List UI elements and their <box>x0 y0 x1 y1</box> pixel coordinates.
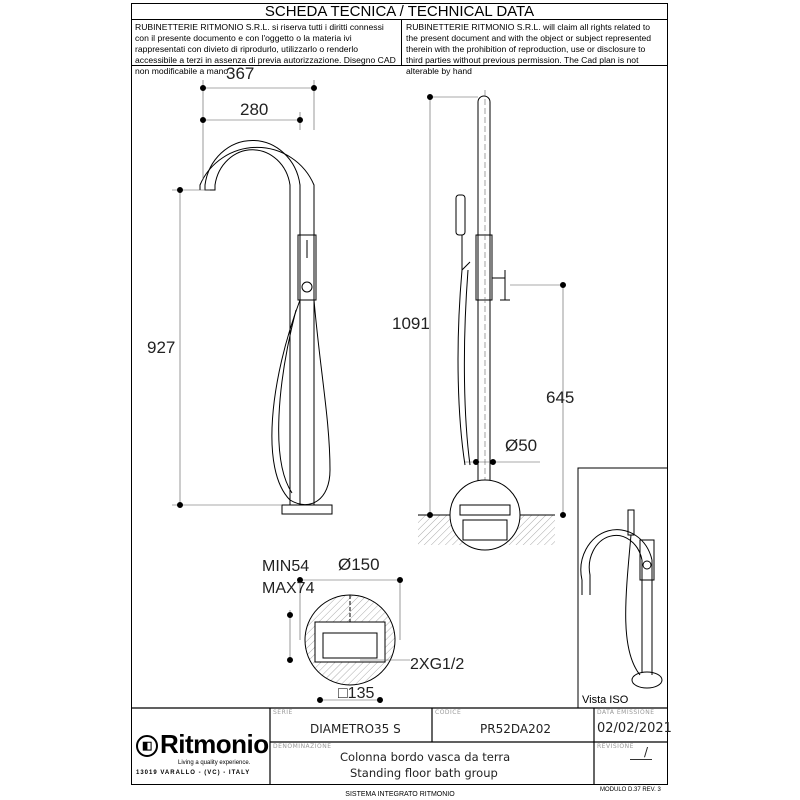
dim-max: MAX74 <box>262 580 315 597</box>
revisione-value: / <box>630 745 653 760</box>
dim-280: 280 <box>240 100 269 119</box>
page-frame <box>131 3 668 785</box>
codice-value: PR52DA202 <box>480 722 551 736</box>
side-view <box>418 90 566 551</box>
footer-system: SISTEMA INTEGRATO RITMONIO <box>345 791 455 798</box>
denominazione-label: DENOMINAZIONE <box>273 743 332 750</box>
base-detail <box>287 577 410 703</box>
tagline: Living a quality experience. <box>178 760 251 766</box>
dim-367: 367 <box>226 64 255 83</box>
serie-label: SERIE <box>273 709 293 716</box>
revisione-label: REVISIONE <box>597 743 634 750</box>
dim-diameter-150: Ø150 <box>338 555 380 574</box>
dim-connection: 2XG1/2 <box>410 656 465 673</box>
data-label: DATA EMISSIONE <box>597 709 655 716</box>
disclaimer-italian: RUBINETTERIE RITMONIO S.R.L. si riserva … <box>131 19 402 76</box>
serie-value: DIAMETRO35 S <box>310 722 401 736</box>
address: 13019 VARALLO - (VC) - ITALY <box>136 770 251 776</box>
denominazione-it: Colonna bordo vasca da terra <box>340 750 511 764</box>
page-title: SCHEDA TECNICA / TECHNICAL DATA <box>131 3 668 20</box>
dim-square-135: □135 <box>338 685 375 702</box>
iso-view <box>577 467 668 708</box>
dim-645: 645 <box>546 388 575 407</box>
company-logo: ◧Ritmonio <box>136 729 269 760</box>
data-value: 02/02/2021 <box>597 721 672 736</box>
denominazione-en: Standing floor bath group <box>350 766 498 780</box>
dim-927: 927 <box>147 338 176 357</box>
iso-label: Vista ISO <box>582 694 629 706</box>
dim-diameter-50: Ø50 <box>505 436 538 455</box>
footer-module: MODULO D.37 REV. 3 <box>600 787 661 793</box>
dim-1091: 1091 <box>392 314 430 333</box>
codice-label: CODICE <box>435 709 462 716</box>
disclaimer-english: RUBINETTERIE RITMONIO S.R.L. will claim … <box>402 19 668 76</box>
front-view <box>172 80 333 515</box>
dim-min: MIN54 <box>262 558 310 575</box>
